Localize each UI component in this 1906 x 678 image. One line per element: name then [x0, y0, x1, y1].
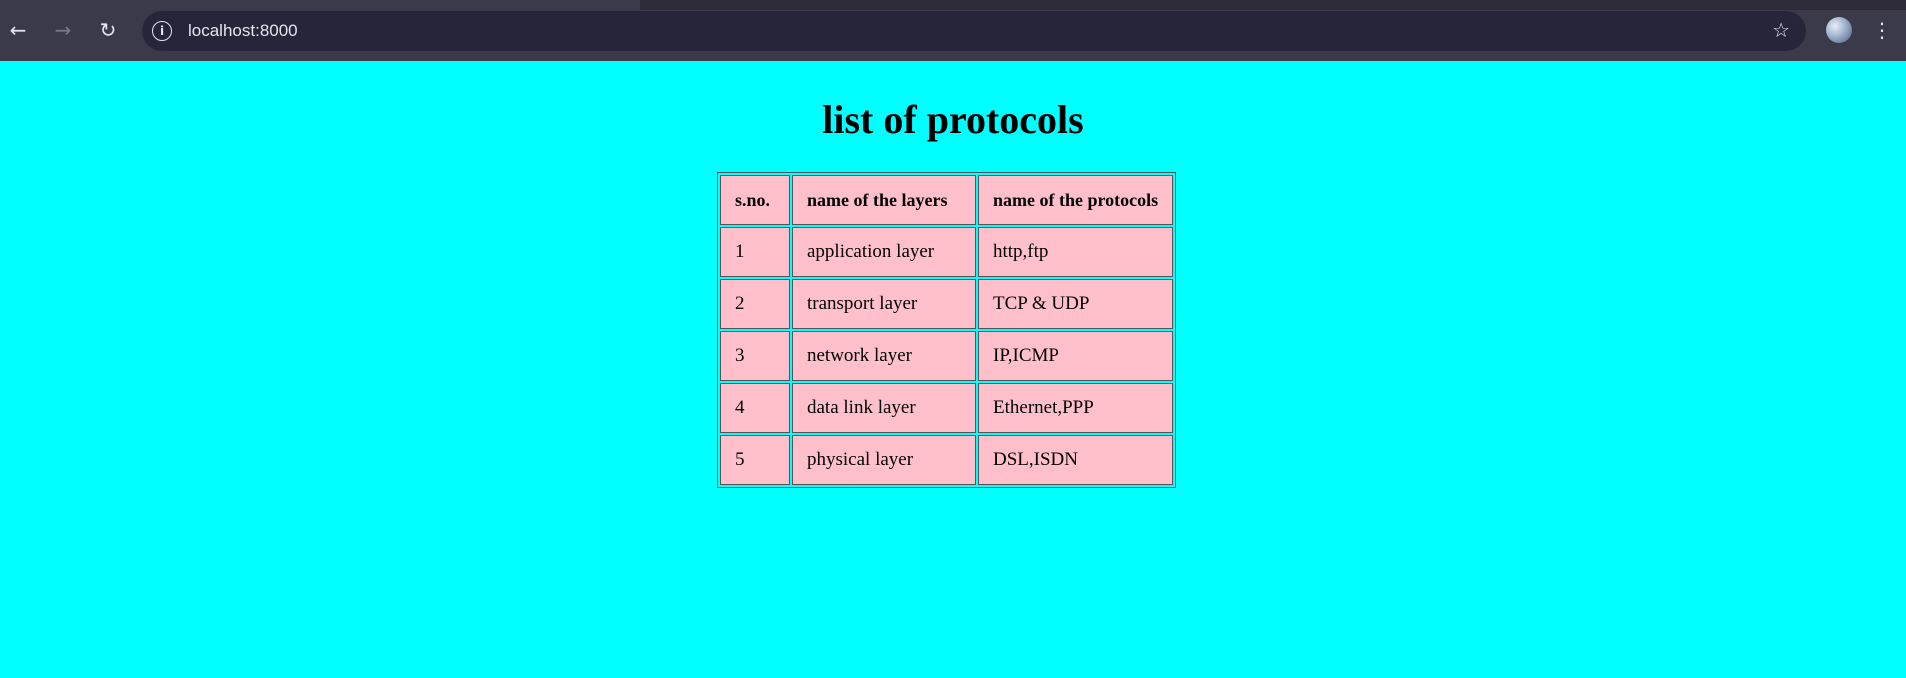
star-icon[interactable]: ☆ [1772, 18, 1790, 42]
table-row: 4 data link layer Ethernet,PPP [720, 383, 1174, 433]
cell-sno: 5 [720, 435, 790, 485]
cell-protocols: http,ftp [978, 227, 1174, 277]
forward-button[interactable]: → [47, 14, 79, 46]
table-row: 1 application layer http,ftp [720, 227, 1174, 277]
back-arrow-icon: ← [9, 18, 27, 42]
profile-avatar-icon[interactable] [1826, 17, 1852, 43]
column-header-layers: name of the layers [792, 175, 976, 225]
cell-layer: transport layer [792, 279, 976, 329]
cell-protocols: DSL,ISDN [978, 435, 1174, 485]
page-title: list of protocols [822, 97, 1084, 142]
cell-protocols: TCP & UDP [978, 279, 1174, 329]
protocols-table: s.no. name of the layers name of the pro… [717, 172, 1177, 488]
browser-toolbar: ← → ↻ i localhost:8000 ☆ ⋮ [0, 0, 1906, 61]
cell-protocols: Ethernet,PPP [978, 383, 1174, 433]
cell-sno: 3 [720, 331, 790, 381]
active-tab[interactable] [0, 0, 640, 10]
cell-layer: data link layer [792, 383, 976, 433]
cell-layer: application layer [792, 227, 976, 277]
table-row: 2 transport layer TCP & UDP [720, 279, 1174, 329]
info-icon[interactable]: i [152, 21, 172, 41]
table-header-row: s.no. name of the layers name of the pro… [720, 175, 1174, 225]
table-row: 3 network layer IP,ICMP [720, 331, 1174, 381]
url-text[interactable]: localhost:8000 [188, 21, 298, 40]
cell-sno: 2 [720, 279, 790, 329]
column-header-sno: s.no. [720, 175, 790, 225]
forward-arrow-icon: → [54, 18, 72, 42]
column-header-protocols: name of the protocols [978, 175, 1174, 225]
address-bar[interactable]: i localhost:8000 ☆ [142, 11, 1806, 51]
kebab-menu-icon[interactable]: ⋮ [1872, 18, 1892, 42]
cell-layer: network layer [792, 331, 976, 381]
table-row: 5 physical layer DSL,ISDN [720, 435, 1174, 485]
reload-icon: ↻ [99, 18, 117, 42]
cell-sno: 1 [720, 227, 790, 277]
page-content: list of protocols s.no. name of the laye… [0, 61, 1906, 678]
tab-strip [0, 0, 1906, 10]
back-button[interactable]: ← [2, 14, 34, 46]
cell-layer: physical layer [792, 435, 976, 485]
reload-button[interactable]: ↻ [92, 14, 124, 46]
cell-sno: 4 [720, 383, 790, 433]
cell-protocols: IP,ICMP [978, 331, 1174, 381]
